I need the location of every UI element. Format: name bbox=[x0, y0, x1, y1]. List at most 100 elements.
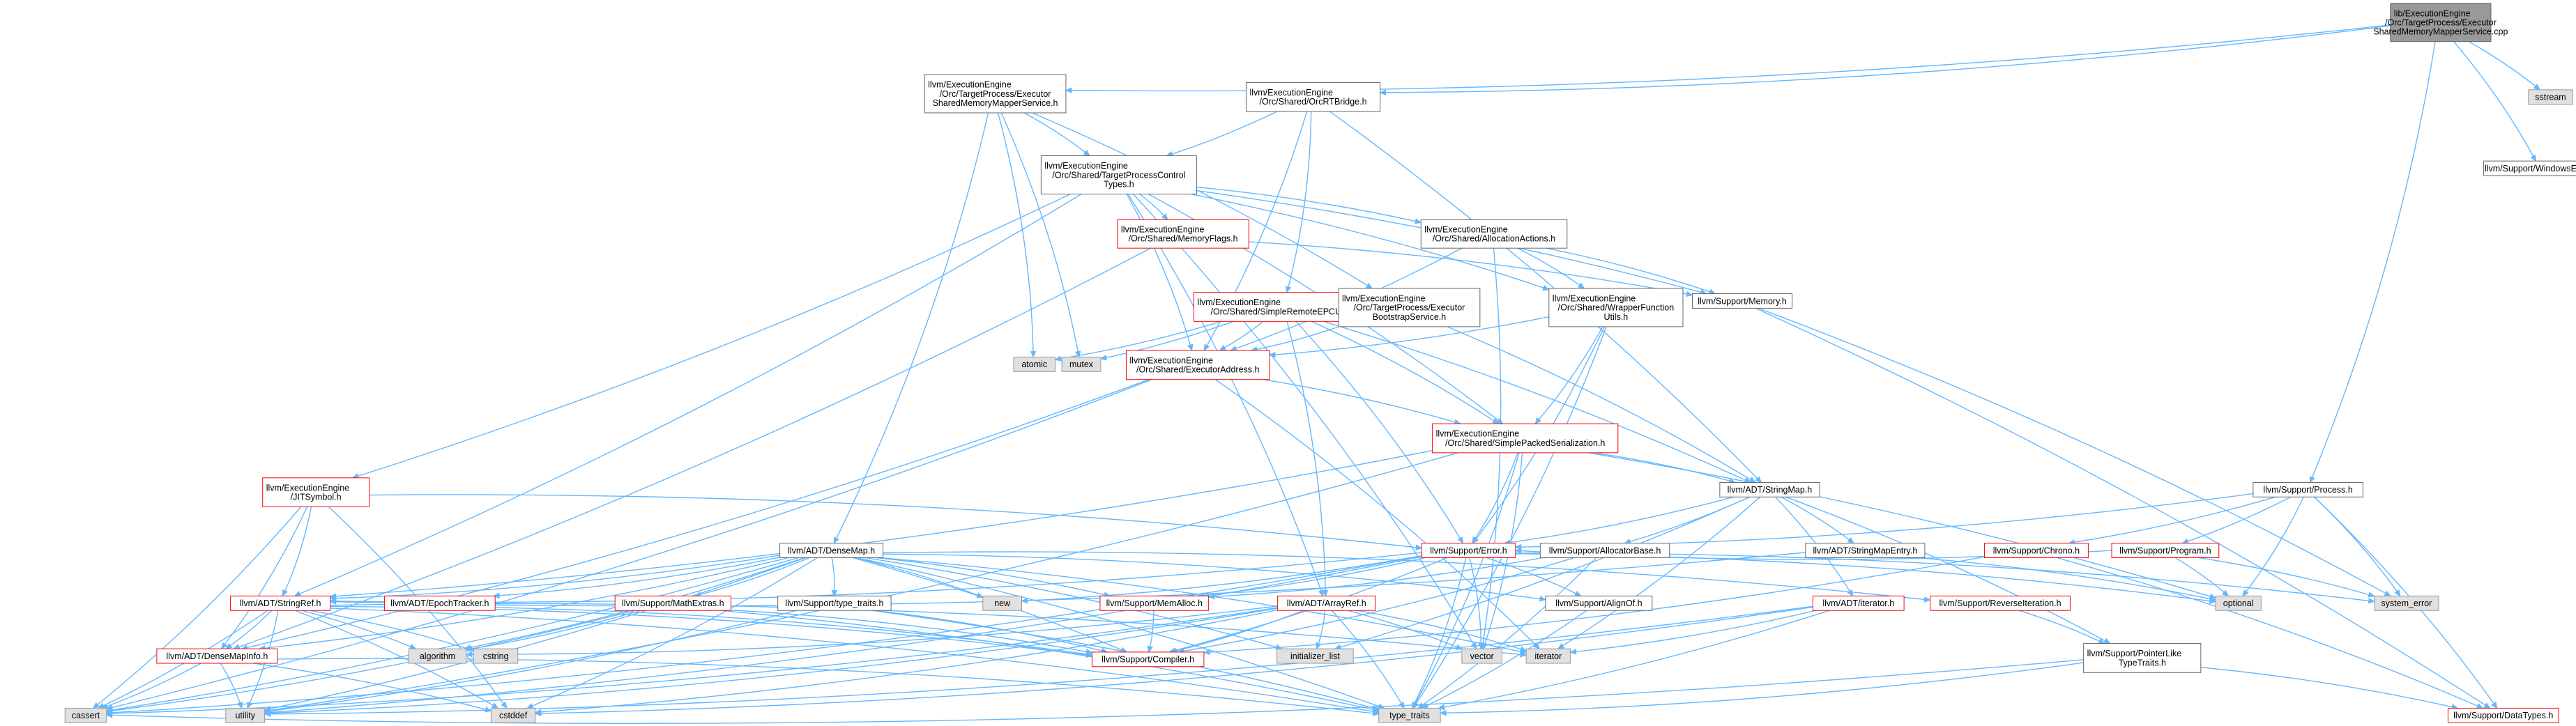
node-tpct[interactable]: llvm/ExecutionEngine/Orc/Shared/TargetPr… bbox=[1040, 155, 1197, 194]
edge-line bbox=[310, 610, 468, 650]
node-box bbox=[1099, 595, 1210, 611]
node-datatypes[interactable]: llvm/Support/DataTypes.h bbox=[2447, 707, 2559, 723]
edge-line bbox=[1032, 112, 1368, 286]
edge-line bbox=[1785, 496, 2105, 642]
edge-line bbox=[2468, 41, 2536, 87]
node-box bbox=[614, 595, 731, 611]
node-process[interactable]: llvm/Support/Process.h bbox=[2253, 481, 2363, 497]
edge-line bbox=[335, 555, 780, 599]
edge-arrowhead bbox=[1316, 642, 1322, 650]
node-arrayref[interactable]: llvm/ADT/ArrayRef.h bbox=[1277, 595, 1376, 611]
edge-arrowhead bbox=[1578, 282, 1585, 289]
edge-line bbox=[1916, 557, 2211, 600]
edge-line bbox=[335, 449, 1433, 597]
edge-sps-to-typetraits bbox=[1412, 452, 1520, 709]
node-box bbox=[64, 707, 107, 723]
node-jitsym[interactable]: llvm/ExecutionEngine/JITSymbol.h bbox=[262, 477, 370, 508]
node-allocact[interactable]: llvm/ExecutionEngine/Orc/Shared/Allocati… bbox=[1420, 219, 1568, 249]
node-label-line: llvm/ExecutionEngine bbox=[1436, 429, 1520, 439]
edge-smentry-to-stringref bbox=[329, 552, 1806, 607]
node-memalloc[interactable]: llvm/Support/MemAlloc.h bbox=[1099, 595, 1210, 611]
node-cassert: cassert bbox=[64, 707, 107, 723]
edge-iteratorh-to-iterator bbox=[1569, 610, 1816, 655]
node-label-line: llvm/ADT/iterator.h bbox=[1822, 598, 1894, 608]
node-mathextras[interactable]: llvm/Support/MathExtras.h bbox=[614, 595, 731, 611]
edge-line bbox=[1414, 557, 1467, 704]
node-label-line: llvm/Support/MemAlloc.h bbox=[1106, 598, 1203, 608]
node-stringmap[interactable]: llvm/ADT/StringMap.h bbox=[1719, 481, 1820, 497]
node-densemap[interactable]: llvm/ADT/DenseMap.h bbox=[779, 543, 884, 558]
edge-jitsym-to-error bbox=[369, 494, 1423, 550]
nodes-layer: lib/ExecutionEngine/Orc/TargetProcess/Ex… bbox=[64, 3, 2576, 723]
node-supmem[interactable]: llvm/Support/Memory.h bbox=[1691, 293, 1793, 309]
node-epoch[interactable]: llvm/ADT/EpochTracker.h bbox=[384, 595, 496, 611]
edge-arrowhead bbox=[329, 598, 337, 605]
edge-line bbox=[295, 610, 494, 706]
edge-iteratorh-to-cstddef bbox=[534, 606, 1813, 717]
node-algorithm: algorithm bbox=[408, 648, 467, 664]
node-box bbox=[2253, 481, 2363, 497]
node-reverseiter[interactable]: llvm/Support/ReverseIteration.h bbox=[1930, 595, 2071, 611]
edge-line bbox=[284, 507, 312, 592]
node-new: new bbox=[982, 595, 1023, 611]
node-alignof[interactable]: llvm/Support/AlignOf.h bbox=[1545, 595, 1653, 611]
node-label-line: initializer_list bbox=[1290, 651, 1340, 661]
edge-line bbox=[876, 557, 1105, 596]
node-stringref[interactable]: llvm/ADT/StringRef.h bbox=[230, 595, 331, 611]
node-label-line: llvm/ExecutionEngine bbox=[928, 80, 1012, 90]
edge-esmmsh-to-atomic bbox=[997, 112, 1037, 358]
node-box bbox=[924, 74, 1067, 114]
node-label-line: llvm/Support/WindowsError.h bbox=[2485, 164, 2576, 173]
edge-arrowhead bbox=[534, 710, 542, 717]
node-label-line: /Orc/TargetProcess/Executor bbox=[940, 89, 1051, 99]
node-sps[interactable]: llvm/ExecutionEngine/Orc/Shared/SimplePa… bbox=[1432, 423, 1619, 454]
edge-arrowhead bbox=[1207, 593, 1215, 600]
node-bootstrap[interactable]: llvm/ExecutionEngine/Orc/TargetProcess/E… bbox=[1338, 288, 1481, 327]
node-iteratorh[interactable]: llvm/ADT/iterator.h bbox=[1812, 595, 1905, 611]
edge-line bbox=[1106, 320, 1234, 359]
edge-arrowhead bbox=[92, 702, 100, 709]
node-winerr[interactable]: llvm/Support/WindowsError.h bbox=[2483, 160, 2576, 176]
node-error[interactable]: llvm/Support/Error.h bbox=[1421, 543, 1516, 558]
node-optional: optional bbox=[2215, 595, 2262, 611]
node-memflags[interactable]: llvm/ExecutionEngine/Orc/Shared/MemoryFl… bbox=[1117, 219, 1249, 249]
node-label-line: llvm/ADT/EpochTracker.h bbox=[390, 598, 489, 608]
edge-arrowhead bbox=[2309, 475, 2315, 484]
node-typetraits: type_traits bbox=[1378, 707, 1441, 723]
node-allocbase[interactable]: llvm/Support/AllocatorBase.h bbox=[1539, 543, 1670, 558]
node-label-line: llvm/Support/Process.h bbox=[2263, 485, 2353, 495]
edge-arrowhead bbox=[1847, 537, 1855, 544]
node-densemapinfo[interactable]: llvm/ADT/DenseMapInfo.h bbox=[156, 648, 278, 664]
node-program[interactable]: llvm/Support/Program.h bbox=[2111, 543, 2220, 558]
node-execaddr[interactable]: llvm/ExecutionEngine/Orc/Shared/Executor… bbox=[1125, 350, 1270, 380]
node-typetraitsh[interactable]: llvm/Support/type_traits.h bbox=[777, 595, 892, 611]
node-chrono[interactable]: llvm/Support/Chrono.h bbox=[1983, 543, 2089, 558]
edge-line bbox=[299, 193, 1082, 594]
edge-line bbox=[369, 494, 1417, 548]
edge-line bbox=[358, 193, 1071, 477]
node-label-line: llvm/Support/MathExtras.h bbox=[622, 598, 724, 608]
edge-line bbox=[224, 507, 308, 645]
edge-line bbox=[1139, 193, 1165, 216]
edge-stringmap-to-ptrlike bbox=[1785, 496, 2111, 644]
edge-arrowhead bbox=[1054, 355, 1062, 362]
edge-tpct-to-arrayref bbox=[1127, 194, 1324, 597]
node-box bbox=[225, 707, 266, 723]
edge-arrowhead bbox=[1187, 343, 1194, 352]
edge-arrowhead bbox=[1557, 643, 1565, 649]
edge-line bbox=[1184, 557, 1575, 652]
node-esmmsh[interactable]: llvm/ExecutionEngine/Orc/TargetProcess/E… bbox=[924, 74, 1067, 114]
edge-jitsym-to-stringref bbox=[282, 507, 312, 597]
node-compiler[interactable]: llvm/Support/Compiler.h bbox=[1091, 651, 1205, 667]
edge-arrowhead bbox=[1472, 536, 1478, 544]
edge-line bbox=[270, 557, 806, 710]
edge-arrowhead bbox=[1365, 282, 1373, 289]
node-orcrt[interactable]: llvm/ExecutionEngine/Orc/Shared/OrcRTBri… bbox=[1245, 82, 1381, 112]
node-wrapper[interactable]: llvm/ExecutionEngine/Orc/Shared/WrapperF… bbox=[1548, 288, 1684, 327]
node-root[interactable]: lib/ExecutionEngine/Orc/TargetProcess/Ex… bbox=[2373, 3, 2508, 43]
edge-root-to-sstream bbox=[2468, 41, 2541, 91]
edge-line bbox=[499, 557, 780, 596]
node-smentry[interactable]: llvm/ADT/StringMapEntry.h bbox=[1805, 543, 1926, 558]
node-label-line: /Orc/Shared/AllocationActions.h bbox=[1433, 234, 1556, 244]
